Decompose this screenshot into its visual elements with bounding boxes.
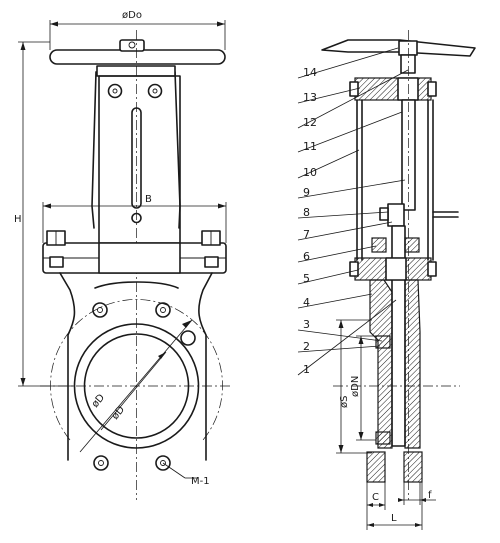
- dim-h-label: H: [14, 214, 22, 225]
- dim-m1-label: M-1: [191, 476, 210, 487]
- dim-do-label: øDo: [122, 10, 142, 21]
- part-number: 10: [303, 166, 317, 179]
- part-number: 9: [303, 186, 310, 199]
- part-number: 4: [303, 296, 310, 309]
- front-view: øDo B H øD øD M-1: [14, 10, 232, 500]
- dim-dn-label: øDN: [350, 376, 361, 397]
- yoke-top-plate: [354, 77, 432, 101]
- part-callouts: 14 13 12 11 10 9 8 7 6 5 4 3 2 1: [297, 47, 409, 376]
- part-number: 7: [303, 228, 310, 241]
- side-dimensions: [336, 319, 436, 530]
- handwheel: [49, 39, 226, 65]
- side-view: øS øDN C f L: [321, 30, 476, 530]
- front-dimensions: [18, 20, 227, 479]
- body-right-wall: [404, 279, 421, 449]
- part-number: 14: [303, 66, 317, 79]
- valve-body: [40, 272, 232, 471]
- part-number: 2: [303, 340, 310, 353]
- dim-s-label: øS: [339, 396, 350, 408]
- part-number: 3: [303, 318, 310, 331]
- part-number: 12: [303, 116, 317, 129]
- dim-d-small-label: øD: [110, 404, 128, 422]
- dim-f-label: f: [428, 490, 432, 501]
- part-number: 8: [303, 206, 310, 219]
- part-number: 11: [303, 140, 317, 153]
- part-number: 5: [303, 272, 310, 285]
- dim-c-label: C: [372, 492, 379, 503]
- part-number: 1: [303, 363, 310, 376]
- dim-b-label: B: [145, 194, 152, 205]
- part-number: 6: [303, 250, 310, 263]
- body-left-wall: [369, 279, 393, 449]
- dim-l-label: L: [391, 513, 397, 524]
- part-number: 13: [303, 91, 317, 104]
- gland-flange: [42, 230, 227, 274]
- dim-d-label: øD: [90, 392, 108, 410]
